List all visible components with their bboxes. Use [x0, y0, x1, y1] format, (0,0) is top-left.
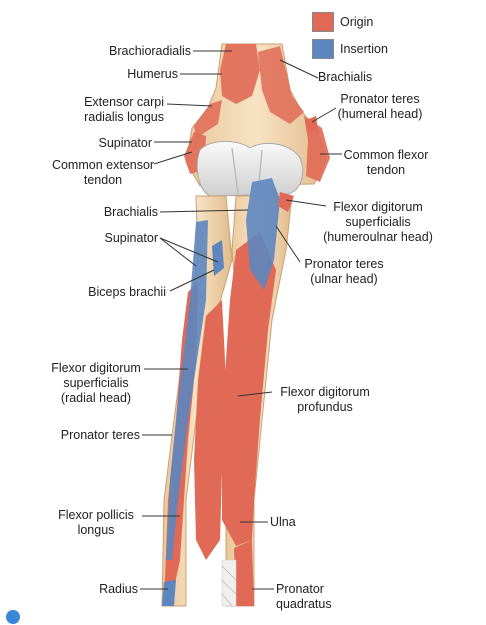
- label-biceps-brachii: Biceps brachii: [88, 285, 166, 299]
- label-pt-ulnar-line1: Pronator teres: [304, 257, 384, 271]
- label-ecrl-line2: radialis longus: [84, 110, 164, 124]
- label-pt-ulnar-line2: (ulnar head): [310, 272, 378, 286]
- label-brachioradialis: Brachioradialis: [109, 44, 191, 58]
- common-flexor-origin: [304, 116, 330, 182]
- page-indicator-dot: [6, 610, 20, 624]
- label-pq-line2: quadratus: [276, 597, 332, 611]
- label-fds-hu-line3: (humeroulnar head): [323, 230, 433, 244]
- label-supinator-mid: Supinator: [104, 231, 158, 245]
- label-ulna: Ulna: [270, 515, 296, 529]
- label-supinator-top: Supinator: [98, 136, 152, 150]
- legend-origin-swatch: [312, 12, 334, 32]
- label-radius: Radius: [99, 582, 138, 596]
- legend-insertion-label: Insertion: [340, 42, 388, 56]
- fpl-origin: [194, 300, 226, 560]
- label-common-extensor-line1: Common extensor: [51, 158, 155, 172]
- elbow-cartilage: [196, 141, 304, 197]
- label-brachialis-left: Brachialis: [103, 205, 158, 219]
- fdp-origin: [222, 232, 276, 546]
- label-fpl-line2: longus: [77, 523, 115, 537]
- humerus-origin-area: [220, 44, 260, 104]
- ecrl-origin: [194, 100, 222, 138]
- label-common-flexor-line2: tendon: [366, 163, 406, 177]
- supinator-insertion: [166, 220, 208, 560]
- label-brachialis-right: Brachialis: [318, 70, 373, 84]
- label-humerus: Humerus: [127, 67, 178, 81]
- label-fds-radial-line3: (radial head): [60, 391, 132, 405]
- leader-lines: [140, 50, 342, 590]
- label-pt-humeral-line2: (humeral head): [337, 107, 423, 121]
- label-fds-radial-line1: Flexor digitorum: [51, 361, 141, 375]
- label-fds-hu-line1: Flexor digitorum: [333, 200, 423, 214]
- label-fds-radial-line2: superficialis: [63, 376, 129, 390]
- radius-distal-insertion: [162, 580, 176, 606]
- label-fdp-line1: Flexor digitorum: [280, 385, 370, 399]
- brachialis-insertion: [246, 178, 280, 290]
- label-fpl-line1: Flexor pollicis: [58, 508, 134, 522]
- legend-origin-label: Origin: [340, 15, 374, 29]
- label-pq-line1: Pronator: [276, 582, 324, 596]
- brachialis-origin: [258, 46, 304, 124]
- biceps-insertion: [212, 240, 224, 276]
- label-pronator-teres-left: Pronator teres: [60, 428, 140, 442]
- legend-insertion-swatch: [312, 39, 334, 59]
- label-fds-hu-line2: superficialis: [345, 215, 411, 229]
- label-common-flexor-line1: Common flexor: [343, 148, 429, 162]
- label-pt-humeral-line1: Pronator teres: [340, 92, 420, 106]
- label-common-extensor-line2: tendon: [83, 173, 123, 187]
- pronator-quadratus-origin: [234, 540, 254, 606]
- label-fdp-line2: profundus: [297, 400, 353, 414]
- label-ecrl-line1: Extensor carpi: [84, 95, 164, 109]
